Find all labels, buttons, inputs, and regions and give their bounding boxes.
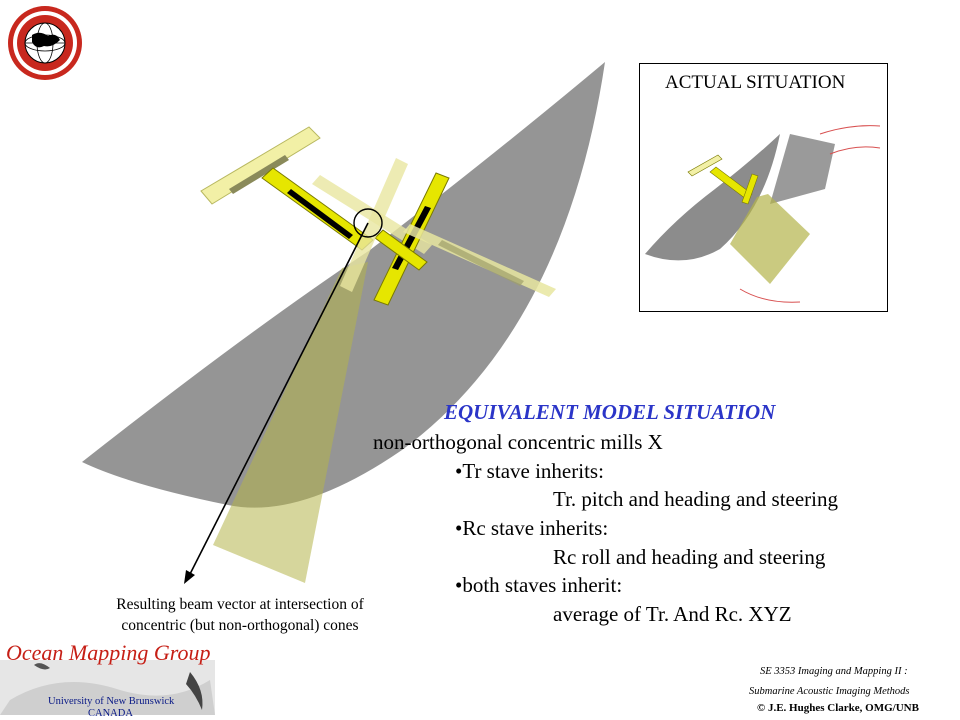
model-subtitle: non-orthogonal concentric mills X [373, 430, 663, 454]
inset-beam-cone [730, 194, 810, 284]
caption-line-2: concentric (but non-orthogonal) cones [121, 617, 359, 634]
receive-stave-ghost-bar [340, 158, 408, 292]
beam-vector-caption: Resulting beam vector at intersection of… [80, 594, 400, 636]
country-name: CANADA [88, 708, 133, 719]
model-title: EQUIVALENT MODEL SITUATION [444, 400, 776, 424]
credit-line: © J.E. Hughes Clarke, OMG/UNB [757, 702, 919, 714]
inset-wavefront-arcs [739, 125, 881, 303]
model-bullet-2: •Rc stave inherits: [455, 516, 609, 540]
inset-receive-stave [741, 173, 759, 205]
beam-vector-arrowhead [184, 570, 195, 584]
model-detail-1: Tr. pitch and heading and steering [553, 487, 839, 511]
omg-logo-art [0, 660, 215, 715]
model-detail-3: average of Tr. And Rc. XYZ [553, 602, 792, 626]
intersection-circle [353, 208, 383, 238]
beam-cone [213, 262, 368, 583]
receive-stave-arm [374, 229, 428, 271]
transmit-stave-bar [200, 126, 321, 205]
transmit-stave-arm-core [287, 189, 353, 239]
inset-title: ACTUAL SITUATION [665, 72, 846, 93]
inset-swath-fan [645, 134, 780, 261]
unb-logo [8, 6, 82, 80]
transmit-stave-assembly [200, 126, 432, 254]
inset-drawing [645, 125, 881, 303]
model-bullet-3: •both staves inherit: [455, 573, 623, 597]
beam-vector-line [187, 222, 369, 579]
caption-line-1: Resulting beam vector at intersection of [116, 596, 364, 613]
receive-stave-assembly [340, 158, 556, 306]
receive-stave-ghost-element [438, 240, 524, 286]
university-name: University of New Brunswick [48, 696, 175, 707]
group-name: Ocean Mapping Group [6, 640, 211, 665]
transmit-stave-element [229, 155, 289, 194]
model-detail-2: Rc roll and heading and steering [553, 545, 826, 569]
actual-situation-inset [639, 63, 888, 312]
inset-transmit-stave [687, 154, 723, 177]
course-line-1: SE 3353 Imaging and Mapping II : [760, 666, 908, 677]
inset-swath-fan-right [770, 134, 835, 204]
inset-transmit-arm [709, 166, 753, 200]
model-bullet-1: •Tr stave inherits: [455, 459, 604, 483]
course-line-2: Submarine Acoustic Imaging Methods [749, 686, 910, 697]
